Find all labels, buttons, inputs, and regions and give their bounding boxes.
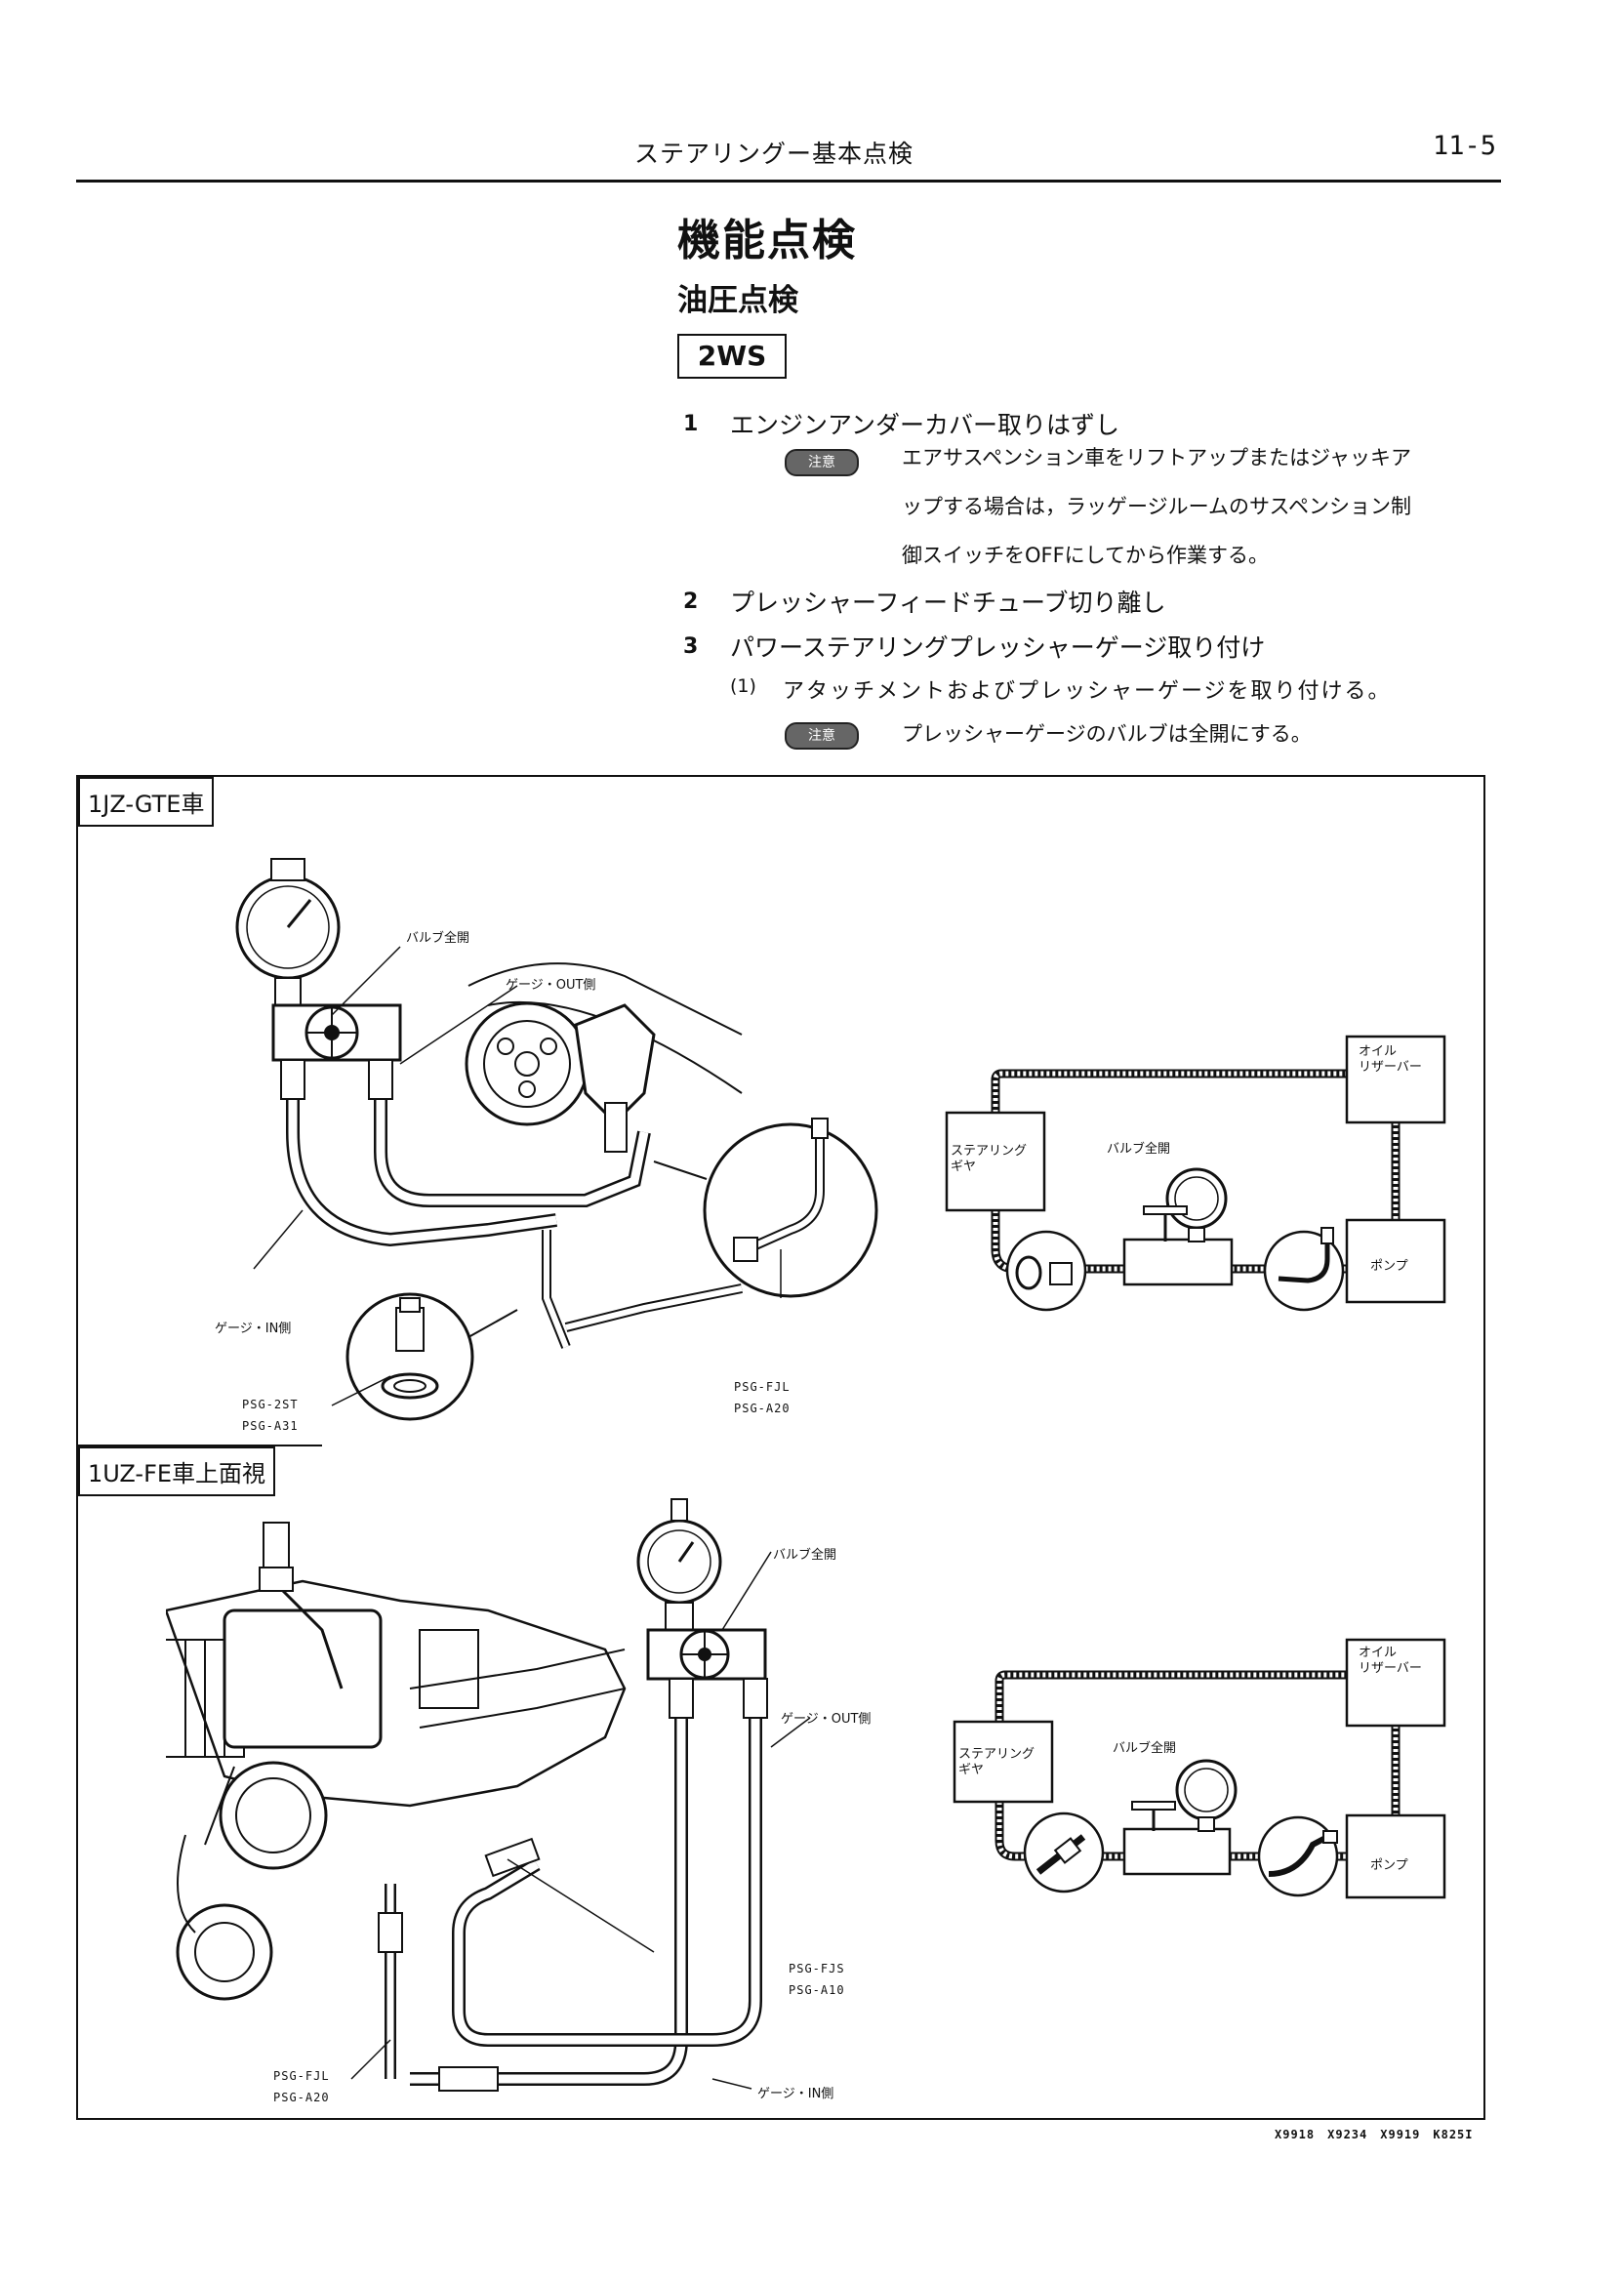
fitting-callout-icon (1257, 1815, 1339, 1897)
caution-2-text: プレッシャーゲージのバルブは全開にする。 (902, 722, 1312, 746)
fig2-valve-open-label: バルブ全開 (773, 1548, 837, 1563)
step-1-text: エンジンアンダーカバー取りはずし (730, 411, 1120, 439)
schem2-valve-open-label: バルブ全開 (1113, 1741, 1177, 1756)
step-1-number: 1 (683, 412, 699, 436)
section-title: 機能点検 (677, 216, 857, 265)
schem2-gear-line-2: ギヤ (958, 1763, 985, 1777)
callout-circle-fjl (703, 1122, 878, 1298)
figure-2-label: 1UZ-FE車上面視 (78, 1446, 276, 1496)
callout-circle-2st (345, 1292, 474, 1421)
figure-1-label: 1JZ-GTE車 (78, 777, 215, 827)
substep-number: (1) (730, 675, 756, 697)
schem2-reservoir-line-2: リザーバー (1359, 1661, 1422, 1676)
schem1-valve-open-label: バルブ全開 (1107, 1142, 1171, 1157)
fig2-psg-fjs: PSG-FJS (789, 1962, 845, 1975)
figure-divider (78, 1445, 322, 1446)
fig2-psg-a10: PSG-A10 (789, 1983, 845, 1997)
schem1-gear-line-1: ステアリング (951, 1144, 1028, 1159)
schem1-gear-label: ステアリング ギヤ (951, 1144, 1027, 1175)
schem1-reservoir-line-1: オイル (1359, 1044, 1398, 1059)
schem2-reservoir-line-1: オイル (1359, 1646, 1398, 1660)
fitting-callout-icon (1005, 1230, 1087, 1312)
caution-1-line-2: ップする場合は，ラッゲージルームのサスペンション制 (902, 495, 1412, 518)
fig2-gauge-in-label: ゲージ・IN側 (757, 2087, 834, 2101)
page-header-title: ステアリングー基本点検 (634, 140, 914, 168)
oil-reservoir-box (1345, 1638, 1446, 1728)
caution-1-line-1: エアサスペンション車をリフトアップまたはジャッキア (902, 446, 1412, 469)
figure-1-illustration (235, 858, 878, 1421)
power-steering-pump-icon (574, 1003, 656, 1125)
schem2-gear-line-1: ステアリング (958, 1747, 1035, 1762)
fig1-psg-a31: PSG-A31 (242, 1419, 299, 1433)
schem2-gear-label: ステアリング ギヤ (958, 1747, 1035, 1778)
caution-badge-1: 注意 (785, 449, 859, 476)
fig1-psg-a20: PSG-A20 (734, 1402, 791, 1415)
fig1-gauge-in-label: ゲージ・IN側 (215, 1322, 292, 1336)
gauge-valve-icon (1122, 1827, 1232, 1876)
fig2-psg-fjl: PSG-FJL (273, 2069, 330, 2083)
fig1-gauge-out-label: ゲージ・OUT側 (506, 978, 596, 993)
pump-box (1345, 1218, 1446, 1304)
schematic-1-diagram (945, 1035, 1446, 1312)
schem2-reservoir-label: オイル リザーバー (1359, 1646, 1422, 1677)
schem1-gear-line-2: ギヤ (951, 1160, 977, 1174)
figure-2-illustration (166, 1498, 811, 2092)
gauge-valve-icon (1122, 1238, 1234, 1286)
pump-housing-icon (223, 1608, 383, 1749)
figure-codes: X9918 X9234 X9919 K825I (1275, 2128, 1474, 2141)
schem1-reservoir-line-2: リザーバー (1359, 1060, 1422, 1075)
steering-gear-box (953, 1720, 1054, 1804)
caution-badge-2: 注意 (785, 722, 859, 750)
step-2-text: プレッシャーフィードチューブ切り離し (730, 589, 1166, 617)
step-3-number: 3 (683, 634, 699, 659)
step-2-number: 2 (683, 590, 699, 614)
gauge-icon (1165, 1167, 1228, 1230)
pump-box (1345, 1813, 1446, 1899)
header-rule (76, 180, 1501, 183)
pulley-icon (176, 1903, 273, 2001)
schem1-pump-label: ポンプ (1370, 1259, 1408, 1274)
fig1-valve-open-label: バルブ全開 (406, 931, 470, 946)
model-badge: 2WS (677, 334, 787, 379)
caution-1-line-3: 御スイッチをOFFにしてから作業する。 (902, 544, 1270, 567)
oil-reservoir-box (1345, 1035, 1446, 1124)
steering-gear-box (945, 1111, 1046, 1212)
fig2-psg-a20: PSG-A20 (273, 2091, 330, 2104)
fig1-psg-2st: PSG-2ST (242, 1398, 299, 1411)
fig1-psg-fjl: PSG-FJL (734, 1380, 791, 1394)
step-3-text: パワーステアリングプレッシャーゲージ取り付け (730, 633, 1266, 662)
section-subtitle: 油圧点検 (677, 283, 798, 318)
caution-1-text: エアサスペンション車をリフトアップまたはジャッキア ップする場合は，ラッゲージル… (902, 433, 1411, 580)
figure-frame (76, 775, 1485, 2120)
schem2-pump-label: ポンプ (1370, 1858, 1408, 1873)
fitting-callout-icon (1263, 1230, 1345, 1312)
substep-text: アタッチメントおよびプレッシャーゲージを取り付ける。 (783, 679, 1392, 704)
gauge-icon (1175, 1759, 1238, 1821)
schem1-reservoir-label: オイル リザーバー (1359, 1044, 1422, 1076)
fig2-gauge-out-label: ゲージ・OUT側 (781, 1712, 872, 1727)
schematic-2-diagram (953, 1638, 1446, 1899)
page-number: 11-5 (1433, 131, 1497, 161)
